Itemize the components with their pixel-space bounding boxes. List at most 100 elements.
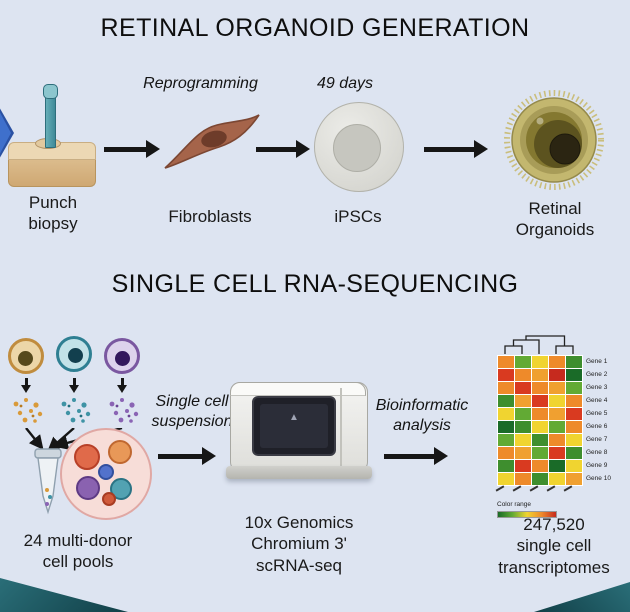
process-label-bioinformatic-analysis: Bioinformatic analysis xyxy=(375,397,469,434)
heatmap-legend-gradient xyxy=(497,511,557,518)
cell-pooling-group xyxy=(4,336,158,526)
corner-decoration-right xyxy=(534,582,630,612)
flow-arrow-1 xyxy=(104,140,160,158)
heatmap-dendrogram xyxy=(504,335,574,354)
heatmap-cell xyxy=(549,434,565,446)
heatmap-cell xyxy=(498,421,514,433)
heatmap-cell xyxy=(532,434,548,446)
heatmap-cell xyxy=(566,434,582,446)
heatmap-cell xyxy=(532,447,548,459)
instrument-lid xyxy=(230,382,366,396)
heatmap-cell xyxy=(515,356,531,368)
process-label-single-cell-suspension: Single cell suspension xyxy=(151,393,233,430)
flow-arrow-4 xyxy=(158,447,216,465)
punch-tool-grip xyxy=(43,84,58,99)
heatmap-cell xyxy=(515,382,531,394)
heatmap-gene-label: Gene 3 xyxy=(586,384,608,391)
heatmap-cell xyxy=(566,473,582,485)
heatmap-cell xyxy=(532,382,548,394)
cell-pool-magnifier-icon xyxy=(60,428,152,520)
heatmap-cell xyxy=(498,408,514,420)
heatmap-cell xyxy=(566,421,582,433)
heatmap-gene-label: Gene 2 xyxy=(586,371,608,378)
heatmap-cell xyxy=(549,447,565,459)
heatmap-cell xyxy=(498,369,514,381)
scrnaseq-section-title: SINGLE CELL RNA-SEQUENCING xyxy=(111,270,519,298)
heatmap-cell xyxy=(566,460,582,472)
organoid-section-title: RETINAL ORGANOID GENERATION xyxy=(100,14,530,42)
heatmap-cell xyxy=(566,447,582,459)
process-label-reprogramming: Reprogramming xyxy=(143,75,258,92)
fibroblast-cell-icon xyxy=(164,114,260,169)
heatmap-cell xyxy=(549,460,565,472)
heatmap-cell xyxy=(566,369,582,381)
instrument-screen: ▲ xyxy=(260,404,328,448)
heatmap-cell xyxy=(566,408,582,420)
pool-cell-blue xyxy=(98,464,114,480)
heatmap-cell xyxy=(566,382,582,394)
heatmap-cell xyxy=(532,395,548,407)
heatmap-gene-label: Gene 1 xyxy=(586,358,608,365)
heatmap-cell xyxy=(515,434,531,446)
pool-cell-orange xyxy=(108,440,132,464)
tube-icon xyxy=(34,448,62,515)
heatmap-cell xyxy=(515,447,531,459)
pool-cell-purple xyxy=(76,476,100,500)
donor-cell-icon-1 xyxy=(8,338,44,374)
heatmap-cell xyxy=(498,473,514,485)
dissociated-cells-icon xyxy=(13,398,139,423)
heatmap-cell xyxy=(549,382,565,394)
instrument-seam xyxy=(340,388,342,466)
heatmap-icon: Gene 1 Gene 2 Gene 3 Gene 4 Gene 5 Gene 6 Gene… xyxy=(495,334,627,520)
down-arrow-icon xyxy=(117,378,127,393)
heatmap-column-ticks xyxy=(495,485,581,498)
heatmap-gene-label: Gene 6 xyxy=(586,423,608,430)
punch-biopsy-icon xyxy=(8,84,98,188)
heatmap-cell xyxy=(515,473,531,485)
down-arrow-icon xyxy=(21,378,31,393)
heatmap-cell xyxy=(515,395,531,407)
heatmap-gene-label: Gene 4 xyxy=(586,397,608,404)
heatmap-cell xyxy=(549,421,565,433)
pool-cell-red xyxy=(74,444,100,470)
heatmap-cell xyxy=(566,356,582,368)
step-label-chromium: 10x Genomics Chromium 3' scRNA-seq xyxy=(244,513,354,575)
heatmap-cell xyxy=(566,395,582,407)
process-label-49-days: 49 days xyxy=(316,75,374,92)
heatmap-cell xyxy=(515,460,531,472)
heatmap-cell xyxy=(532,408,548,420)
flow-arrow-5 xyxy=(384,447,448,465)
heatmap-gene-label: Gene 7 xyxy=(586,436,608,443)
step-label-transcriptomes: 247,520 single cell transcriptomes xyxy=(498,515,610,577)
flow-arrow-2 xyxy=(256,140,310,158)
ipsc-nucleus xyxy=(333,124,381,172)
flow-arrow-3 xyxy=(424,140,488,158)
heatmap-cell xyxy=(498,447,514,459)
step-label-retinal-organoids: Retinal Organoids xyxy=(515,199,595,240)
heatmap-gene-label: Gene 10 xyxy=(586,475,611,482)
step-label-cell-pools: 24 multi-donor cell pools xyxy=(23,531,133,572)
heatmap-cell xyxy=(532,356,548,368)
ipsc-cell-icon xyxy=(314,102,404,192)
heatmap-cell xyxy=(498,382,514,394)
retinal-organoid-icon xyxy=(504,90,604,190)
pool-cell-teal xyxy=(110,478,132,500)
heatmap-cell xyxy=(532,460,548,472)
heatmap-gene-label: Gene 5 xyxy=(586,410,608,417)
instrument-screen-bezel: ▲ xyxy=(252,396,336,456)
heatmap-cell xyxy=(498,460,514,472)
step-label-ipscs: iPSCs xyxy=(334,207,382,226)
heatmap-gene-label: Gene 9 xyxy=(586,462,608,469)
heatmap-cell xyxy=(532,421,548,433)
triangle-logo-icon: ▲ xyxy=(289,412,299,423)
heatmap-gene-labels: Gene 1 Gene 2 Gene 3 Gene 4 Gene 5 Gene 6 Gene… xyxy=(586,355,624,485)
chromium-instrument-icon: ▲ xyxy=(226,380,372,482)
heatmap-cell xyxy=(498,356,514,368)
heatmap-gene-label: Gene 8 xyxy=(586,449,608,456)
donor-cell-icon-3 xyxy=(104,338,140,374)
heatmap-cell xyxy=(515,408,531,420)
skin-dermis xyxy=(8,158,96,187)
heatmap-cell xyxy=(549,395,565,407)
heatmap-cell xyxy=(549,356,565,368)
heatmap-legend-label: Color range xyxy=(497,501,531,508)
